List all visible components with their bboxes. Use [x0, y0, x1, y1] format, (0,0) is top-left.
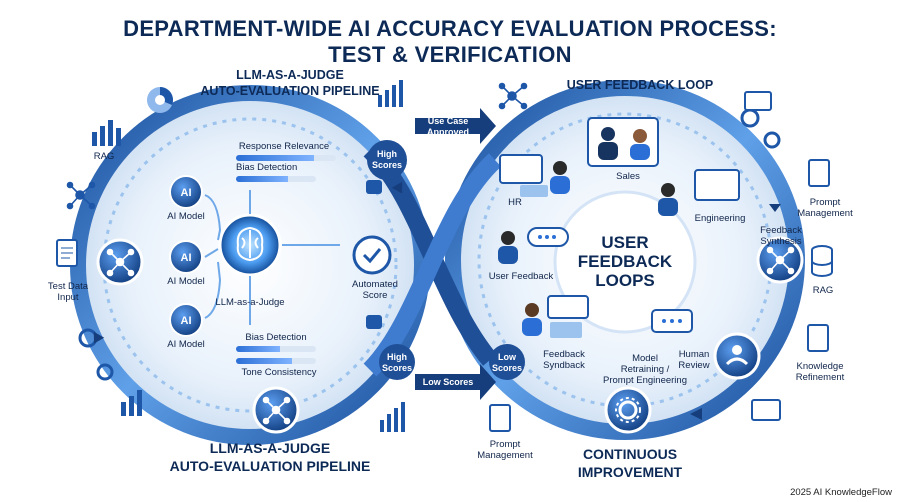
right-heading: USER FEEDBACK LOOP [566, 78, 714, 92]
high-scores-top-2: Scores [371, 160, 403, 170]
low-scores-right-badge [489, 344, 525, 380]
left-top-heading-1: LLM-AS-A-JUDGE [236, 68, 344, 82]
user-feedback-label: User Feedback [488, 271, 554, 282]
ai-model-label-3: AI Model [167, 339, 205, 350]
model-retraining-label-3: Prompt Engineering [603, 375, 687, 386]
person-icon-sales [587, 117, 659, 167]
center-label-2: FEEDBACK [577, 252, 673, 271]
engineering-label: Engineering [694, 213, 746, 224]
ai-model-nodes: AI AI AI [169, 175, 203, 337]
chart-icon [92, 80, 405, 432]
use-case-label-1: Use Case [427, 116, 469, 126]
low-scores-arrow [415, 364, 496, 400]
prompt-mgmt-right-label-2: Management [797, 208, 853, 219]
gear-icon-left-2 [96, 363, 114, 381]
prompt-mgmt-right-label-1: Prompt [809, 197, 841, 208]
person-icon-hr [499, 154, 570, 197]
center-label-1: USER [601, 233, 649, 252]
document-icon-prompt [808, 159, 830, 187]
response-relevance-label: Response Relevance [238, 141, 330, 152]
gear-icon-right-2 [763, 131, 781, 149]
left-bottom-heading-1: LLM-AS-A-JUDGE [209, 440, 331, 456]
low-scores-bridge-label: Low Scores [422, 377, 474, 387]
model-retraining-label-2: Retraining / [620, 364, 670, 375]
response-relevance-bar [236, 155, 336, 161]
svg-text:AI: AI [181, 315, 192, 327]
ai-model-label-2: AI Model [167, 276, 205, 287]
screen-icon [751, 399, 781, 421]
automated-score-label-1: Automated [352, 279, 398, 290]
bias-detection-bottom-bar [236, 346, 316, 352]
left-bottom-heading-2: AUTO-EVALUATION PIPELINE [169, 458, 371, 474]
footer-credit: 2025 AI KnowledgeFlow [790, 487, 892, 498]
bias-detection-bottom-label: Bias Detection [245, 332, 307, 343]
low-scores-right-2: Scores [491, 363, 523, 373]
human-review-label-2: Review [678, 360, 710, 371]
feedback-synthesis-label-2: Synthesis [760, 236, 802, 247]
rag-right-label: RAG [812, 285, 834, 296]
prompt-mgmt-bottom-label-2: Management [477, 450, 533, 461]
document-icon-prompt-bottom [489, 404, 511, 432]
feedback-synthesis-label-1: Feedback [760, 225, 802, 236]
human-review-node [713, 332, 761, 380]
ai-model-label-1: AI Model [167, 211, 205, 222]
gear-icon-right-1 [740, 108, 760, 128]
tone-consistency-label: Tone Consistency [241, 367, 317, 378]
use-case-arrow [415, 108, 496, 144]
check-icon [352, 235, 392, 275]
use-case-label-2: Approved [426, 127, 469, 137]
left-top-heading-2: AUTO-EVALUATION PIPELINE [200, 84, 380, 98]
knowledge-refinement-label-1: Knowledge [796, 361, 844, 372]
high-scores-bottom-1: High [387, 352, 407, 362]
tone-consistency-bar [236, 358, 316, 364]
high-scores-bottom-badge [379, 344, 415, 380]
feedback-syndback-label-1: Feedback [543, 349, 585, 360]
thumbs-down-icon [366, 315, 382, 329]
continuous-label-1: CONTINUOUS [582, 446, 678, 462]
human-review-label-1: Human [678, 349, 710, 360]
high-scores-top-badge [367, 140, 407, 180]
thumbs-up-icon [366, 180, 382, 194]
sales-label: Sales [616, 171, 640, 182]
left-inner-ring [102, 117, 398, 413]
continuous-label-2: IMPROVEMENT [577, 464, 683, 480]
brain-icon [236, 226, 264, 262]
center-label-3: LOOPS [595, 271, 655, 290]
gear-node [604, 386, 652, 434]
knowledge-refinement-label-2: Refinement [795, 372, 845, 383]
document-icon-knowledge [807, 324, 829, 352]
svg-text:AI: AI [181, 252, 192, 264]
right-center-disc [553, 190, 697, 334]
high-scores-top-1: High [377, 149, 397, 159]
bias-detection-top-label: Bias Detection [236, 162, 298, 173]
automated-score-label-2: Score [362, 290, 388, 301]
bias-detection-top-bar [236, 176, 316, 182]
person-icon-engineering [658, 169, 740, 216]
page-title-line1: DEPARTMENT-WIDE AI ACCURACY EVALUATION P… [123, 16, 777, 41]
prompt-mgmt-bottom-label-1: Prompt [489, 439, 521, 450]
test-data-label-1: Test Data [47, 281, 89, 292]
database-icon [811, 245, 833, 277]
model-retraining-label-1: Model [632, 353, 658, 364]
person-icon-feedback-syndback [522, 295, 589, 338]
page-title-line2: TEST & VERIFICATION [328, 42, 572, 67]
high-scores-bottom-2: Scores [381, 363, 413, 373]
low-scores-right-1: Low [498, 352, 516, 362]
rag-label: RAG [93, 151, 115, 162]
test-data-label-2: Input [57, 292, 79, 303]
feedback-syndback-label-2: Syndback [543, 360, 585, 371]
gear-icon [618, 400, 638, 420]
hr-label: HR [508, 197, 522, 208]
dashboard-icon [744, 91, 772, 111]
svg-text:AI: AI [181, 187, 192, 199]
llm-judge-label: LLM-as-a-Judge [215, 297, 285, 308]
